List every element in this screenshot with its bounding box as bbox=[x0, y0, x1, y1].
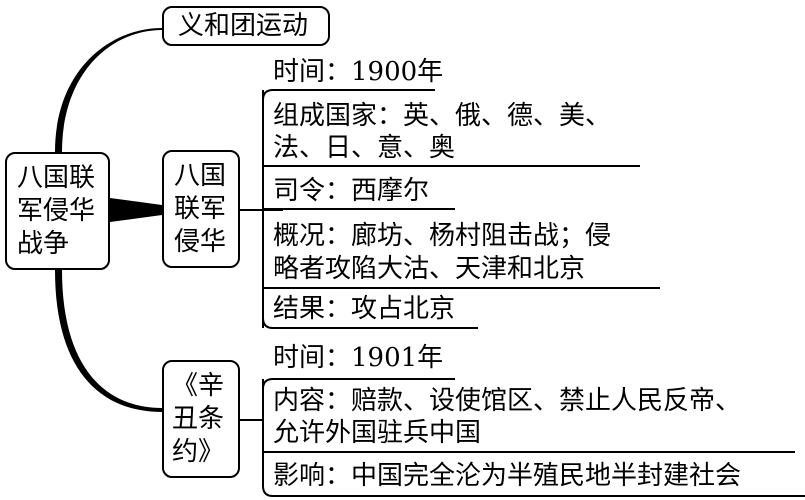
connector-invasion bbox=[110, 198, 162, 222]
root-line-3: 战争 bbox=[17, 229, 70, 259]
treaty-content-line-1: 内容：赔款、设使馆区、禁止人民反帝、 bbox=[273, 386, 742, 416]
invasion-countries-line-2: 法、日、意、奥 bbox=[273, 133, 456, 163]
invasion-overview-line-1: 概况：廊坊、杨村阻击战；侵 bbox=[273, 221, 612, 251]
invasion-time: 时间：1900年 bbox=[273, 57, 444, 87]
invasion-detail-lines bbox=[240, 89, 660, 329]
connector-treaty bbox=[55, 270, 162, 412]
root-line-1: 八国联 bbox=[17, 163, 96, 193]
invasion-line-2: 联军 bbox=[174, 194, 227, 224]
boxer-movement-label: 义和团运动 bbox=[178, 11, 309, 41]
invasion-overview-line-2: 略者攻陷大沽、天津和北京 bbox=[273, 254, 586, 284]
treaty-line-1: 《辛 bbox=[172, 371, 225, 401]
treaty-line-3: 约》 bbox=[172, 437, 225, 467]
root-line-2: 军侵华 bbox=[17, 196, 96, 226]
invasion-line-3: 侵华 bbox=[174, 227, 227, 257]
invasion-box: 八国 联军 侵华 bbox=[162, 150, 240, 268]
invasion-countries-line-1: 组成国家：英、俄、德、美、 bbox=[273, 101, 612, 131]
treaty-impact: 影响：中国完全沦为半殖民地半封建社会 bbox=[273, 461, 742, 491]
connector-boxer bbox=[55, 28, 162, 152]
boxer-movement-box: 义和团运动 bbox=[162, 6, 330, 46]
invasion-commander: 司令：西摩尔 bbox=[273, 176, 430, 206]
root-topic-box: 八国联 军侵华 战争 bbox=[5, 152, 110, 270]
invasion-result: 结果：攻占北京 bbox=[273, 294, 456, 324]
treaty-content-line-2: 允许外国驻兵中国 bbox=[273, 418, 482, 448]
treaty-detail-lines bbox=[240, 378, 805, 497]
treaty-line-2: 丑条 bbox=[172, 404, 225, 434]
invasion-line-1: 八国 bbox=[174, 161, 227, 191]
treaty-box: 《辛 丑条 约》 bbox=[162, 360, 240, 478]
treaty-time: 时间：1901年 bbox=[273, 343, 444, 373]
